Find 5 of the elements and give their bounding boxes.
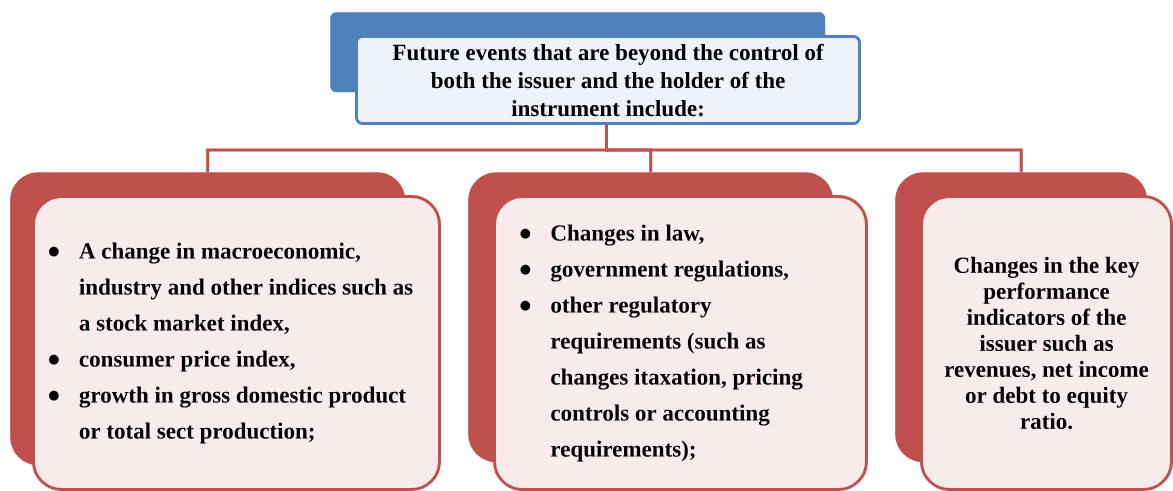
text-card: Future events that are beyond the control of both the issuer and the holder of the instrument include: (355, 35, 861, 125)
connector (605, 122, 1023, 172)
text-card: A change in macroeconomic, industry and other indices such as a stock market index, consumer price index, growth in gross domestic product or total sect production; (32, 195, 441, 491)
text-card: Changes in law, government regulations, other regulatory requirements (such as changes itaxation, pricing controls or accounting requirements); (493, 195, 868, 491)
text-card: Changes in the key performance indicators of the issuer such as revenues, net income or debt to equity ratio. (920, 195, 1173, 491)
